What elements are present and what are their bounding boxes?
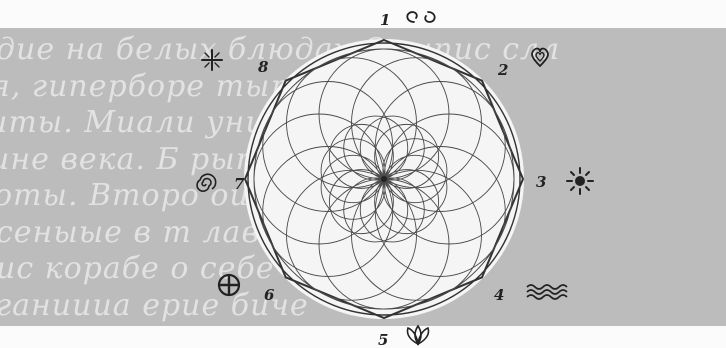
cross-circle-icon bbox=[219, 275, 239, 295]
position-number-6: 6 bbox=[264, 286, 275, 304]
position-number-5: 5 bbox=[378, 331, 388, 348]
sun-icon bbox=[567, 168, 593, 194]
star-cross-icon bbox=[202, 50, 222, 70]
position-number-2: 2 bbox=[497, 61, 508, 79]
position-number-3: 3 bbox=[536, 173, 546, 191]
spiral-icon bbox=[197, 174, 216, 191]
double-spiral-icon bbox=[407, 12, 434, 22]
position-number-7: 7 bbox=[234, 175, 245, 193]
heart-icon bbox=[532, 49, 548, 66]
position-number-4: 4 bbox=[494, 286, 504, 304]
center-dot bbox=[381, 176, 387, 182]
waves-icon bbox=[527, 285, 567, 299]
position-number-8: 8 bbox=[258, 58, 269, 76]
lotus-icon bbox=[407, 326, 428, 344]
position-number-1: 1 bbox=[380, 11, 390, 29]
